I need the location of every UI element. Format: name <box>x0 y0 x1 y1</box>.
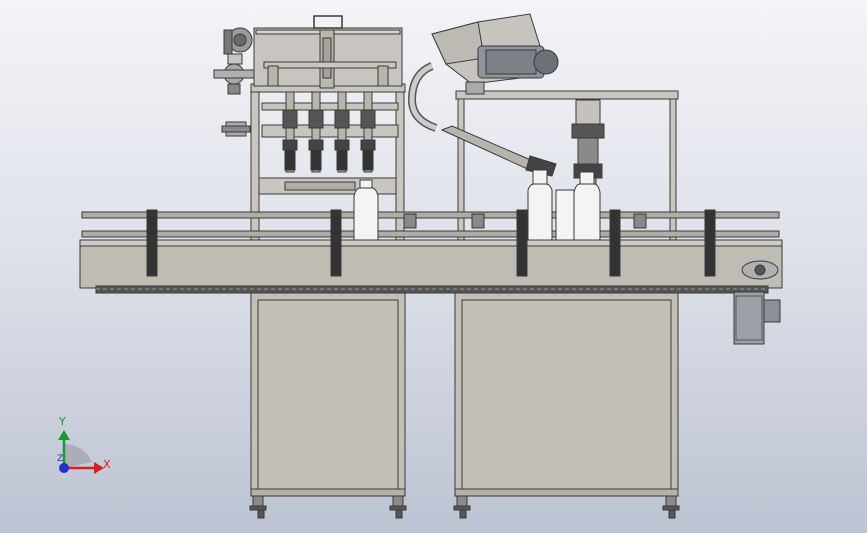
conveyor-motor <box>733 291 781 345</box>
x-axis-label: X <box>103 458 111 471</box>
z-axis-label: Z <box>57 454 64 464</box>
y-axis-label: Y <box>59 415 66 428</box>
filling-nozzles <box>261 65 399 173</box>
capper-cabinet <box>453 292 680 519</box>
conveyor-bed <box>79 239 783 294</box>
conveyor-rails <box>81 211 780 238</box>
conveyor-bearing <box>741 260 779 280</box>
filler-cabinet <box>249 292 407 519</box>
bottles <box>353 169 601 245</box>
coordinate-triad <box>58 430 104 474</box>
rail-brackets <box>146 209 716 277</box>
filler-tank <box>253 15 403 89</box>
pump-valve-assembly <box>213 27 255 137</box>
capping-head <box>571 99 605 187</box>
hopper-motor <box>477 45 559 79</box>
